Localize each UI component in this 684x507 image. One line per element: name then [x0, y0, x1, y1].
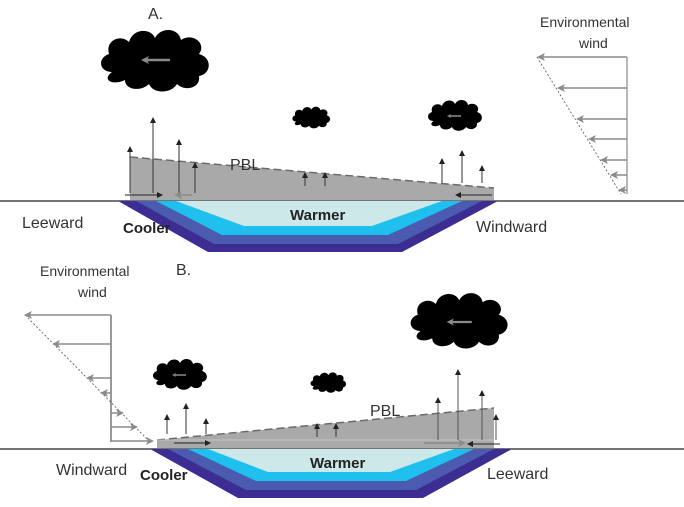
- right-shore-label-a: Windward: [476, 219, 547, 236]
- wind-profile-title-b-line1: Environmental: [40, 263, 130, 279]
- lake-a: [118, 201, 498, 252]
- cloud-icon: [292, 106, 332, 130]
- panel-a: A. PBL: [0, 6, 684, 252]
- wind-profile-title-a-line2: wind: [578, 35, 608, 51]
- cloud-icon: [428, 99, 484, 133]
- wind-profile-title-b-line2: wind: [77, 284, 107, 300]
- wind-profile-a: Environmental wind: [536, 14, 630, 195]
- cloud-icon: [101, 29, 213, 96]
- panel-b: B. PBL: [0, 262, 684, 498]
- cloud-icon: [310, 372, 348, 395]
- left-shore-label-a: Leeward: [22, 215, 83, 232]
- pbl-region-a: [130, 157, 494, 200]
- updrafts-left-b: [164, 403, 209, 434]
- lake-layer-warm-a: [176, 201, 442, 226]
- warmer-label-b: Warmer: [310, 455, 365, 472]
- lake-layer-warm-b: [208, 449, 454, 472]
- cloud-icon: [153, 358, 209, 392]
- updrafts-right-a: [439, 150, 485, 183]
- pbl-region-b: [157, 408, 494, 448]
- updrafts-right-b: [435, 369, 499, 440]
- right-shore-label-b: Leeward: [487, 466, 548, 483]
- updrafts-left-a: [127, 117, 198, 193]
- wind-profile-b: Environmental wind: [24, 263, 154, 445]
- cloud-icon: [410, 293, 512, 353]
- cooler-label-b: Cooler: [140, 467, 188, 484]
- panel-b-label: B.: [176, 262, 191, 279]
- pbl-label-b: PBL: [370, 403, 400, 420]
- pbl-label-a: PBL: [230, 157, 260, 174]
- cooler-label-a: Cooler: [123, 220, 171, 237]
- updrafts-mid-a: [302, 172, 328, 186]
- pbl-top-a: [129, 156, 495, 189]
- warmer-label-a: Warmer: [290, 207, 345, 224]
- wind-profile-title-a-line1: Environmental: [540, 14, 630, 30]
- updrafts-mid-b: [314, 423, 339, 437]
- panel-a-label: A.: [148, 6, 163, 23]
- lake-b: [150, 449, 512, 498]
- left-shore-label-b: Windward: [56, 462, 127, 479]
